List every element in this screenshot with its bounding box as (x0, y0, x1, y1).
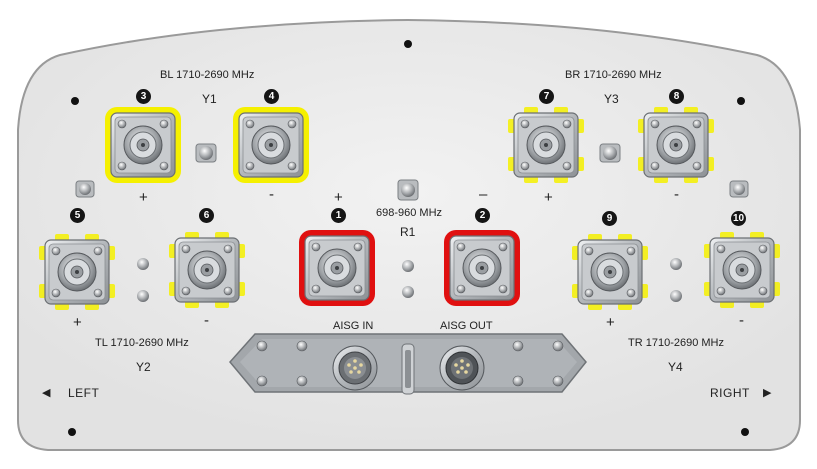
group-label-y2: Y2 (136, 360, 151, 374)
port-number: 5 (70, 208, 85, 223)
aisg-bracket (229, 333, 587, 395)
rf-port-9 (572, 234, 648, 310)
port-number: 10 (731, 211, 746, 226)
polarity-sign: + (544, 189, 553, 206)
vent-bolt (137, 290, 149, 302)
band-label-tl: TL 1710-2690 MHz (95, 337, 189, 349)
vent-bolt (397, 179, 419, 201)
vent-bolt (670, 258, 682, 270)
aisg-in-connector (332, 345, 378, 391)
rf-port-8 (638, 107, 714, 183)
rf-port-2 (444, 230, 520, 306)
polarity-sign: - (204, 312, 209, 329)
mounting-hole (404, 40, 412, 48)
aisg-out-connector (439, 345, 485, 391)
aisg-in-label: AISG IN (333, 320, 374, 332)
mounting-hole (741, 428, 749, 436)
vent-bolt (195, 143, 217, 163)
polarity-sign: - (269, 186, 274, 203)
port-number: 4 (264, 89, 279, 104)
port-number: 3 (136, 89, 151, 104)
polarity-sign: - (739, 312, 744, 329)
rf-port-1 (299, 230, 375, 306)
polarity-sign: - (674, 186, 679, 203)
band-label-br: BR 1710-2690 MHz (565, 69, 662, 81)
panel-body (17, 18, 801, 451)
port-number: 8 (669, 89, 684, 104)
band-label-tr: TR 1710-2690 MHz (628, 337, 724, 349)
polarity-sign: + (334, 189, 343, 206)
mounting-hole (71, 97, 79, 105)
vent-bolt (599, 143, 621, 163)
port-number: 6 (199, 208, 214, 223)
group-label-r1: R1 (400, 225, 416, 239)
group-label-y4: Y4 (668, 360, 683, 374)
port-number: 7 (539, 89, 554, 104)
vent-bolt (402, 286, 414, 298)
rf-port-10 (704, 232, 780, 308)
port-number: 2 (475, 208, 490, 223)
rf-port-5 (39, 234, 115, 310)
band-label-bl: BL 1710-2690 MHz (160, 69, 255, 81)
mounting-holes (68, 40, 749, 436)
vent-bolts (75, 143, 749, 302)
vent-bolt (402, 260, 414, 272)
rf-port-7 (508, 107, 584, 183)
polarity-sign: + (73, 314, 82, 331)
polarity-sign: – (479, 186, 488, 203)
vent-bolt (670, 290, 682, 302)
polarity-sign: + (606, 314, 615, 331)
right-label: RIGHT (710, 386, 750, 400)
left-label: LEFT (68, 386, 100, 400)
right-arrow-icon: ▶ (763, 387, 772, 399)
vent-bolt (75, 180, 95, 198)
polarity-sign: + (139, 189, 148, 206)
aisg-out-label: AISG OUT (440, 320, 493, 332)
left-arrow-icon: ◀ (42, 387, 51, 399)
band-label-low: 698-960 MHz (376, 207, 443, 219)
group-label-y1: Y1 (202, 92, 217, 106)
port-number: 9 (602, 211, 617, 226)
rf-ports (39, 107, 780, 310)
mounting-hole (737, 97, 745, 105)
group-label-y3: Y3 (604, 92, 619, 106)
rf-port-4 (233, 107, 309, 183)
vent-bolt (729, 180, 749, 198)
vent-bolt (137, 258, 149, 270)
mounting-hole (68, 428, 76, 436)
rf-port-3 (105, 107, 181, 183)
port-number: 1 (331, 208, 346, 223)
rf-port-6 (169, 232, 245, 308)
